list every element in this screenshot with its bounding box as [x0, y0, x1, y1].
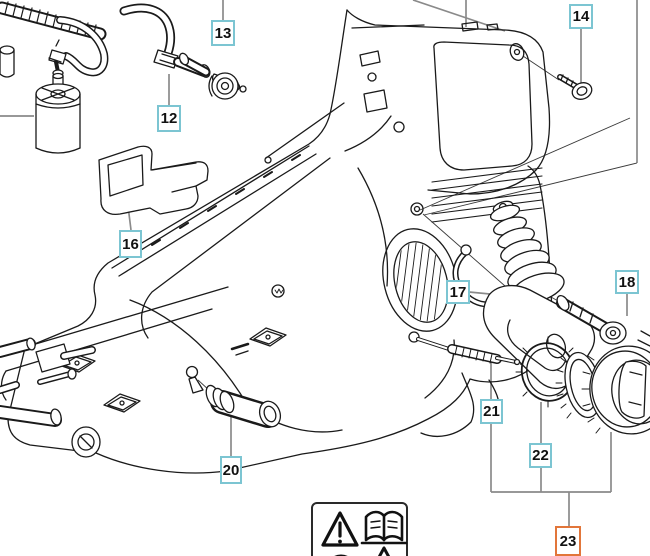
- callout-18[interactable]: 18: [615, 270, 639, 294]
- grommet-drawing: [178, 52, 239, 100]
- plug-drawing: [205, 384, 282, 428]
- callout-20[interactable]: 20: [220, 456, 242, 484]
- callout-21[interactable]: 21: [480, 399, 503, 424]
- fuel-cap-drawing: [555, 330, 650, 435]
- bolt-drawing: [556, 294, 627, 345]
- safety-label: [311, 502, 408, 556]
- fuel-filter-drawing: [35, 72, 81, 154]
- pin-spring-drawing: [408, 331, 521, 366]
- callout-12[interactable]: 12: [157, 105, 181, 132]
- cover-plate-drawing: [98, 145, 209, 216]
- chassis-body-drawing: [0, 9, 554, 474]
- mount-fragments-drawing: [0, 337, 96, 394]
- warning-triangle-icon: [321, 511, 359, 547]
- callout-14[interactable]: 14: [569, 4, 593, 29]
- leader-lines: [0, 0, 638, 526]
- operator-manual-icon: [360, 510, 408, 545]
- left-edge-fragment-drawing: [0, 45, 15, 78]
- callout-16[interactable]: 16: [119, 230, 142, 258]
- callout-17[interactable]: 17: [446, 280, 470, 304]
- callout-13[interactable]: 13: [211, 20, 235, 46]
- callout-22[interactable]: 22: [529, 443, 552, 468]
- screw-drawing: [509, 43, 593, 100]
- callout-23[interactable]: 23: [555, 526, 581, 556]
